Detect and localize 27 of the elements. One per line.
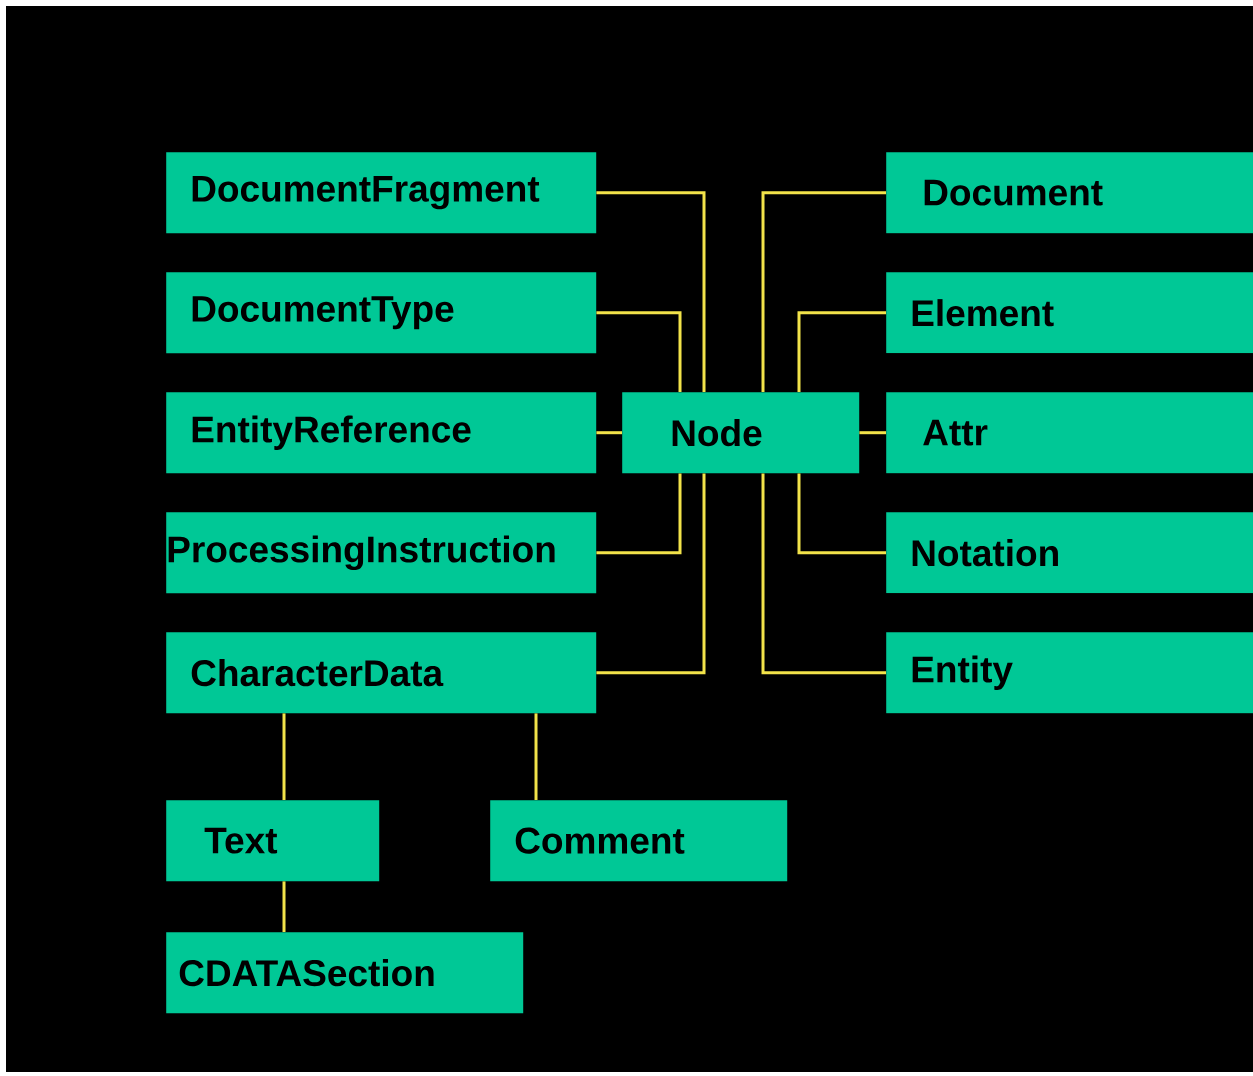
class-box: Comment	[490, 800, 788, 882]
class-box: CharacterData	[166, 632, 597, 714]
class-box: Document	[886, 152, 1253, 234]
connector-line	[596, 311, 682, 392]
connector-line	[282, 713, 286, 800]
class-box: CDATASection	[166, 932, 524, 1014]
class-box: Element	[886, 272, 1253, 354]
connector-line	[761, 191, 886, 392]
connector-line	[797, 473, 886, 555]
connector-line	[596, 431, 622, 435]
connector-line	[797, 311, 886, 392]
class-box: EntityReference	[166, 392, 597, 474]
class-box: Entity	[886, 632, 1253, 714]
connector-line	[596, 473, 706, 675]
connector-line	[534, 713, 538, 800]
connector-line	[596, 191, 706, 392]
class-box: Text	[166, 800, 380, 882]
class-box: Node	[622, 392, 860, 474]
connector-line	[761, 473, 886, 675]
class-box: Notation	[886, 512, 1253, 594]
connector-line	[596, 473, 682, 555]
class-box: ProcessingInstruction	[166, 512, 597, 594]
class-box: DocumentType	[166, 272, 597, 354]
connector-line	[859, 431, 886, 435]
connector-line	[282, 881, 286, 932]
class-box: DocumentFragment	[166, 152, 597, 234]
class-box: Attr	[886, 392, 1253, 474]
